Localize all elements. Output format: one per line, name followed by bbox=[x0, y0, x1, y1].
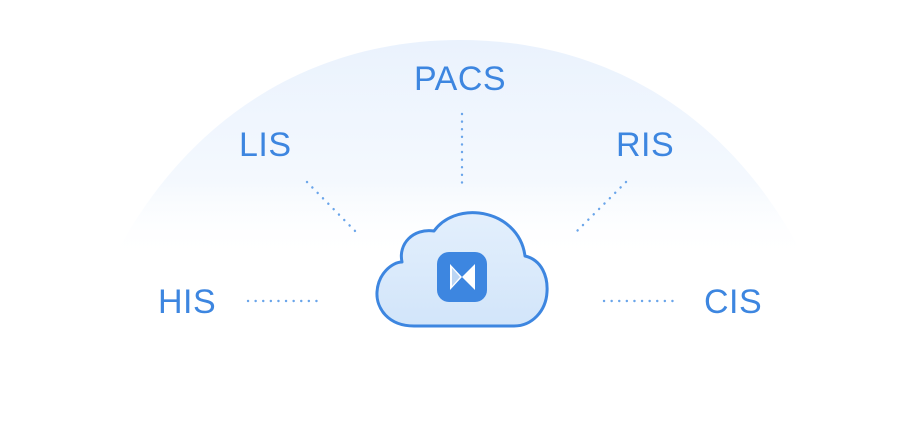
node-pacs: PACS bbox=[414, 60, 507, 98]
bowtie-logo-icon bbox=[437, 252, 487, 302]
background-glow bbox=[118, 40, 800, 260]
node-cis: CIS bbox=[704, 283, 763, 321]
node-lis: LIS bbox=[239, 126, 292, 164]
node-ris: RIS bbox=[616, 126, 675, 164]
connector-ris bbox=[572, 180, 628, 236]
node-his: HIS bbox=[158, 283, 217, 321]
connector-lis bbox=[305, 180, 360, 236]
